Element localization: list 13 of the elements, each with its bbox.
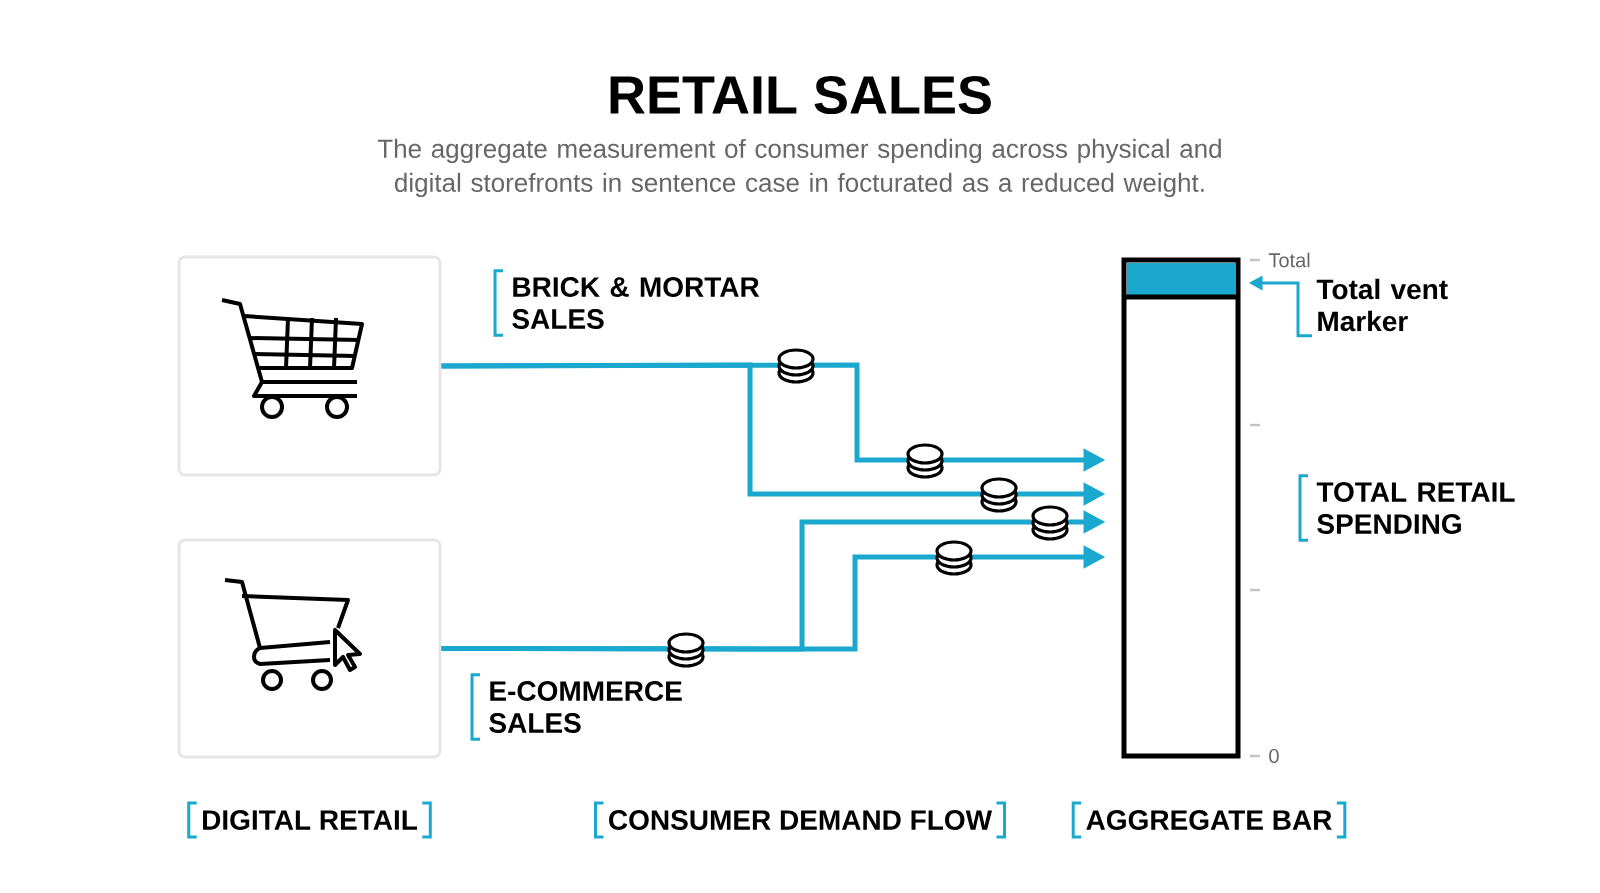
bracket-label: DIGITAL RETAIL [187, 801, 432, 839]
marker-label: Total vent Marker [1316, 278, 1448, 332]
subtitle: The aggregate measurement of consumer spending across physical and digital storefronts in sentence case in focturated as a reduced weight. [377, 138, 1221, 198]
axis-label: 0 [1269, 748, 1279, 764]
bracket-label: AGGREGATE BAR [1071, 801, 1347, 839]
icon-card [177, 255, 442, 477]
bracket-label: BRICK & MORTAR SALES [493, 269, 760, 337]
bracket-label: E-COMMERCE SALES [470, 673, 682, 741]
aggregate-bar [1121, 257, 1241, 759]
title: RETAIL SALES [610, 75, 991, 115]
bracket-label: TOTAL RETAIL SPENDING [1298, 474, 1515, 542]
bracket-label: CONSUMER DEMAND FLOW [594, 801, 1006, 839]
icon-card [177, 538, 442, 759]
